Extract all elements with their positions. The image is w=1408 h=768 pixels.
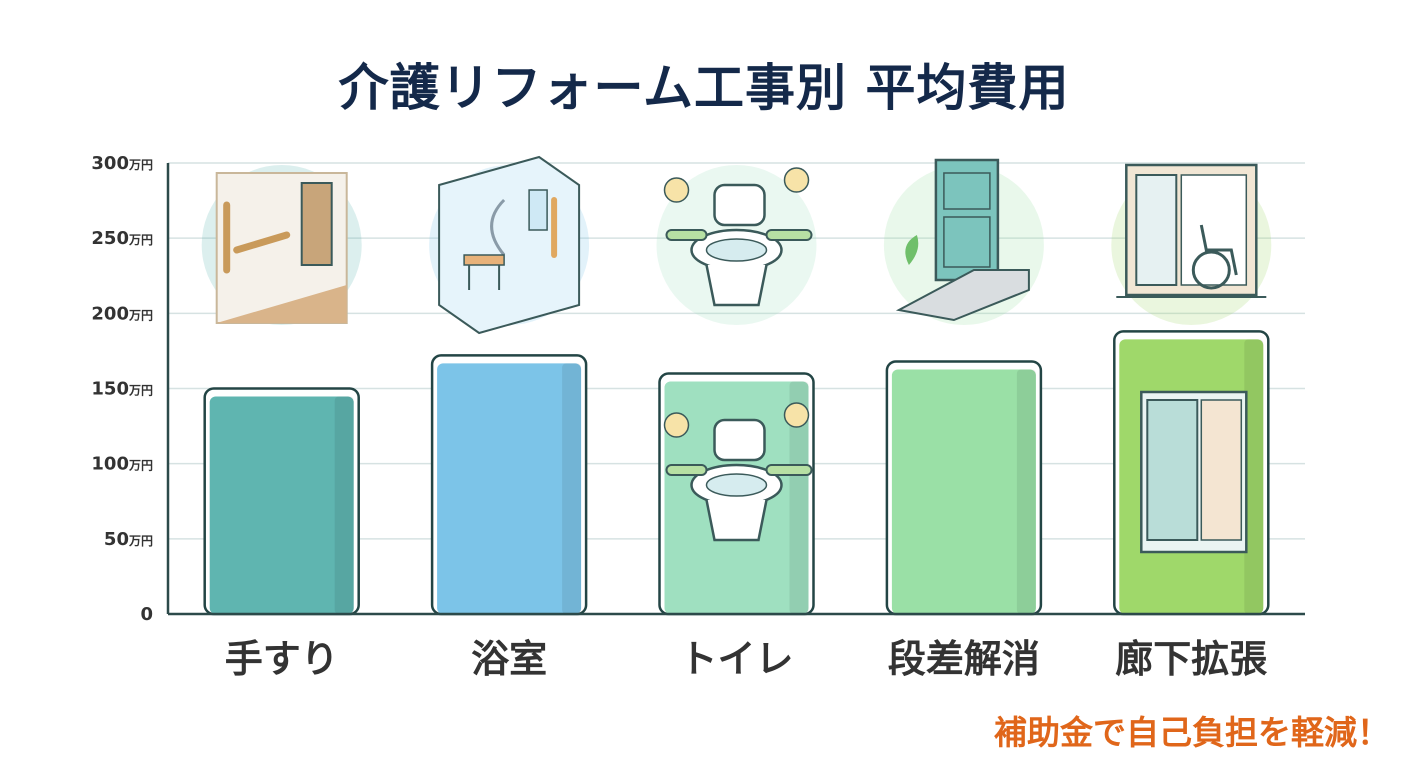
y-tick-unit: 万円 — [128, 534, 153, 548]
y-tick-value: 100 — [91, 454, 129, 475]
step-removal-icon — [883, 158, 1044, 325]
y-tick-label: 0 — [140, 604, 153, 625]
bar-fill — [437, 363, 582, 614]
bathroom-icon — [429, 155, 590, 335]
bar-4 — [885, 360, 1043, 616]
bar-2 — [430, 354, 588, 616]
handrail-icon — [201, 165, 362, 325]
y-tick-label: 250万円 — [91, 228, 153, 249]
y-tick-unit: 万円 — [128, 158, 153, 172]
bar-shade — [562, 363, 582, 614]
bar-shade — [1016, 369, 1036, 614]
bar-shade — [789, 381, 809, 614]
bar-decoration — [663, 402, 813, 542]
bar-fill — [891, 369, 1036, 614]
y-tick-unit: 万円 — [128, 233, 153, 247]
toilet-icon — [656, 165, 817, 325]
y-tick-label: 300万円 — [91, 153, 153, 174]
y-tick-label: 150万円 — [91, 379, 153, 400]
subsidy-note: 補助金で自己負担を軽減！ — [994, 713, 1390, 752]
x-tick-label: 手すり — [225, 637, 339, 681]
bar-shade — [1244, 339, 1264, 614]
category-illustrations — [201, 155, 1272, 335]
y-tick-unit: 万円 — [128, 459, 153, 473]
y-tick-value: 50 — [104, 529, 129, 550]
y-tick-label: 200万円 — [91, 303, 153, 324]
chart-title: 介護リフォーム工事別 平均費用 — [338, 59, 1070, 117]
y-tick-value: 250 — [91, 228, 129, 249]
x-axis-ticks: 手すり 浴室 トイレ 段差解消 廊下拡張 — [225, 637, 1268, 681]
x-tick-label: トイレ — [679, 637, 793, 681]
bar-fill — [209, 396, 354, 614]
hallway-expansion-icon — [1111, 163, 1272, 325]
bar-1 — [203, 387, 360, 616]
y-tick-unit: 万円 — [128, 384, 153, 398]
y-tick-value: 300 — [91, 153, 129, 174]
y-tick-label: 50万円 — [104, 529, 153, 550]
x-tick-label: 段差解消 — [888, 637, 1040, 681]
y-tick-unit: 万円 — [128, 308, 153, 322]
sliding-door-icon — [1140, 390, 1248, 554]
x-tick-label: 浴室 — [471, 637, 547, 681]
y-tick-value: 0 — [140, 604, 153, 625]
bars — [203, 330, 1270, 616]
y-tick-value: 200 — [91, 303, 129, 324]
x-tick-label: 廊下拡張 — [1115, 637, 1267, 681]
y-tick-label: 100万円 — [91, 454, 153, 475]
bar-shade — [334, 396, 354, 614]
y-tick-value: 150 — [91, 379, 129, 400]
